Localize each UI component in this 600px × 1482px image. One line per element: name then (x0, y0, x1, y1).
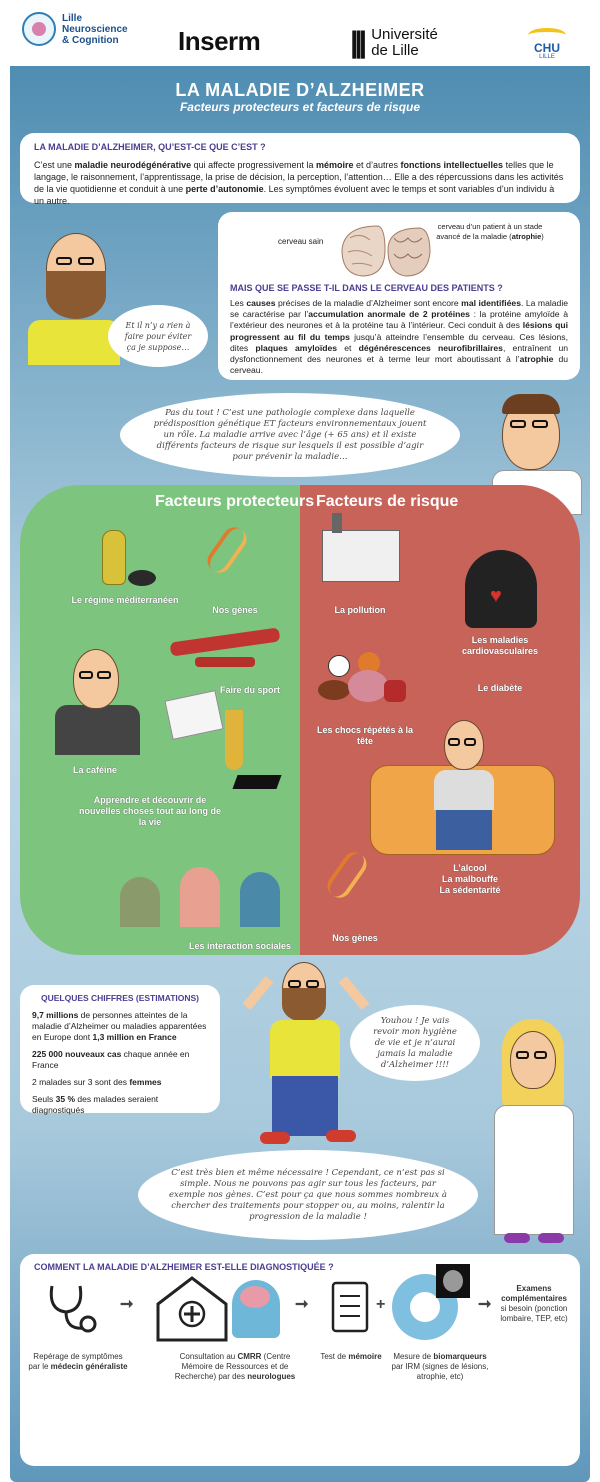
label-diabetes: Le diabète (477, 683, 523, 693)
protective-factors-title: Facteurs protecteurs (155, 493, 315, 510)
brain-card: cerveau sain cerveau d’un patient à un s… (218, 212, 580, 380)
label-sedentary: La sédentarité (439, 885, 501, 895)
step-additional-exams: Examens complémentaires si besoin (ponct… (500, 1284, 568, 1323)
brain-illustration (338, 220, 433, 282)
label-junk-food: La malbouffe (441, 874, 498, 884)
female-doctor-character (480, 1015, 590, 1250)
coffee-man-character (55, 645, 140, 755)
inserm-logo: Inserm (178, 26, 261, 56)
stat-europe: 9,7 millions de personnes atteintes de l… (32, 1010, 207, 1042)
brain-card-heading: MAIS QUE SE PASSE T-IL DANS LE CERVEAU D… (230, 283, 503, 293)
stat-diagnosed: Seuls 35 % des malades seraient diagnost… (32, 1094, 159, 1115)
clipboard-test-icon (331, 1281, 369, 1333)
factory-icon (322, 530, 400, 582)
mri-image-icon (436, 1264, 470, 1298)
brain-card-text: Les causes précises de la maladie d’Alzh… (230, 298, 569, 376)
stat-women: 2 malades sur 3 sont des femmes (32, 1077, 162, 1087)
lille-logo-line3: & Cognition (62, 34, 119, 46)
olives-icon (128, 570, 156, 586)
chu-logo-sub: LILLE (539, 54, 555, 60)
brain-advanced-label: cerveau d’un patient à un stade avancé d… (436, 222, 544, 241)
sports-balls-icon (318, 650, 406, 710)
broken-heart-person-icon (465, 550, 537, 628)
stat-new-cases: 225 000 nouveaux cas chaque année en Fra… (32, 1049, 190, 1070)
plus-icon: + (376, 1296, 386, 1313)
label-learning: Apprendre et découvrir de nouvelles chos… (78, 795, 222, 827)
arrow-right-icon: ➞ (120, 1296, 134, 1313)
bearded-man-character (20, 225, 130, 365)
ul-logo-line2: de Lille (371, 42, 419, 59)
question-bubble-2: Youhou ! Je vais revoir mon hygiène de v… (350, 1005, 480, 1081)
arrow-right-icon-3: ➞ (478, 1296, 492, 1313)
lille-logo-line2: Neuroscience (62, 23, 128, 35)
label-alcohol: L’alcool (453, 863, 487, 873)
factors-panel: Facteurs protecteurs Facteurs de risque … (20, 485, 580, 955)
lille-logo-line1: Lille (62, 12, 83, 24)
couch-man-character (430, 720, 500, 850)
header: Lille Neuroscience & Cognition Inserm ||… (0, 0, 600, 66)
graduation-cap-icon (232, 775, 282, 789)
diagnosis-card: COMMENT LA MALADIE D’ALZHEIMER EST-ELLE … (20, 1254, 580, 1466)
intro-text: C’est une maladie neurodégénérative qui … (34, 160, 564, 206)
broken-heart-icon: ♥ (490, 585, 502, 607)
brain-logo-icon (22, 12, 56, 46)
social-group-icon (120, 857, 285, 927)
stethoscope-icon (49, 1285, 97, 1333)
olive-oil-icon (102, 530, 126, 585)
step-cmrr-consultation: Consultation au CMRR (Centre Mémoire de … (174, 1352, 296, 1381)
question-bubble-1: Et il n’y a rien à faire pour éviter ça … (108, 305, 208, 367)
dumbbell-small-icon (195, 657, 255, 667)
label-cardiovascular: Les maladies cardiovasculaires (461, 635, 539, 656)
lille-neuroscience-logo: Lille Neuroscience & Cognition (22, 12, 128, 46)
brain-head-icon (232, 1280, 280, 1338)
intro-heading: LA MALADIE D’ALZHEIMER, QU’EST-CE QUE C’… (34, 142, 266, 152)
label-our-genes-protective: Nos gènes (212, 605, 258, 615)
arrow-right-icon-2: ➞ (295, 1296, 309, 1313)
page-subtitle: Facteurs protecteurs et facteurs de risq… (179, 100, 421, 114)
risk-factors-title: Facteurs de risque (316, 493, 459, 510)
page-title: LA MALADIE D’ALZHEIMER (175, 80, 425, 100)
stats-card: QUELQUES CHIFFRES (ESTIMATIONS) 9,7 mill… (20, 985, 220, 1115)
brain-comparison-icon (341, 225, 431, 277)
ul-mark-icon: ||| (350, 26, 367, 59)
step-general-practitioner: Repérage de symptômes par le médecin gén… (28, 1352, 128, 1371)
brain-healthy-label: cerveau sain (278, 237, 324, 246)
answer-bubble-1: Pas du tout ! C’est une pathologie compl… (120, 393, 460, 477)
step-memory-test: Test de mémoire (320, 1352, 382, 1361)
chu-logo: CHU LILLE (528, 28, 566, 60)
saxophone-icon (225, 710, 243, 770)
answer-bubble-2: C’est très bien et même nécessaire ! Cep… (138, 1150, 478, 1240)
chimney-icon (332, 513, 342, 533)
label-pollution: La pollution (334, 605, 386, 615)
chu-wave-icon (528, 28, 566, 42)
step-biomarkers: Mesure de biomarqueurs par IRM (signes d… (391, 1352, 489, 1381)
label-mediterranean-diet: Le régime méditerranéen (71, 595, 179, 605)
label-caffeine: La caféine (72, 765, 118, 775)
stats-heading: QUELQUES CHIFFRES (ESTIMATIONS) (40, 993, 200, 1003)
chu-logo-text: CHU (534, 41, 560, 55)
universite-lille-logo: ||| Université de Lille (350, 26, 438, 60)
label-our-genes-risk: Nos gènes (332, 933, 378, 943)
ul-logo-line1: Université (371, 26, 438, 43)
medical-house-icon (156, 1276, 228, 1342)
celebrating-man-character (240, 958, 370, 1148)
label-sport: Faire du sport (219, 685, 280, 695)
label-social-interactions: Les interaction sociales (188, 941, 292, 951)
diagnosis-heading: COMMENT LA MALADIE D’ALZHEIMER EST-ELLE … (34, 1262, 334, 1272)
intro-card: LA MALADIE D’ALZHEIMER, QU’EST-CE QUE C’… (20, 133, 580, 206)
label-head-shocks: Les chocs répétés à la tête (316, 725, 414, 746)
